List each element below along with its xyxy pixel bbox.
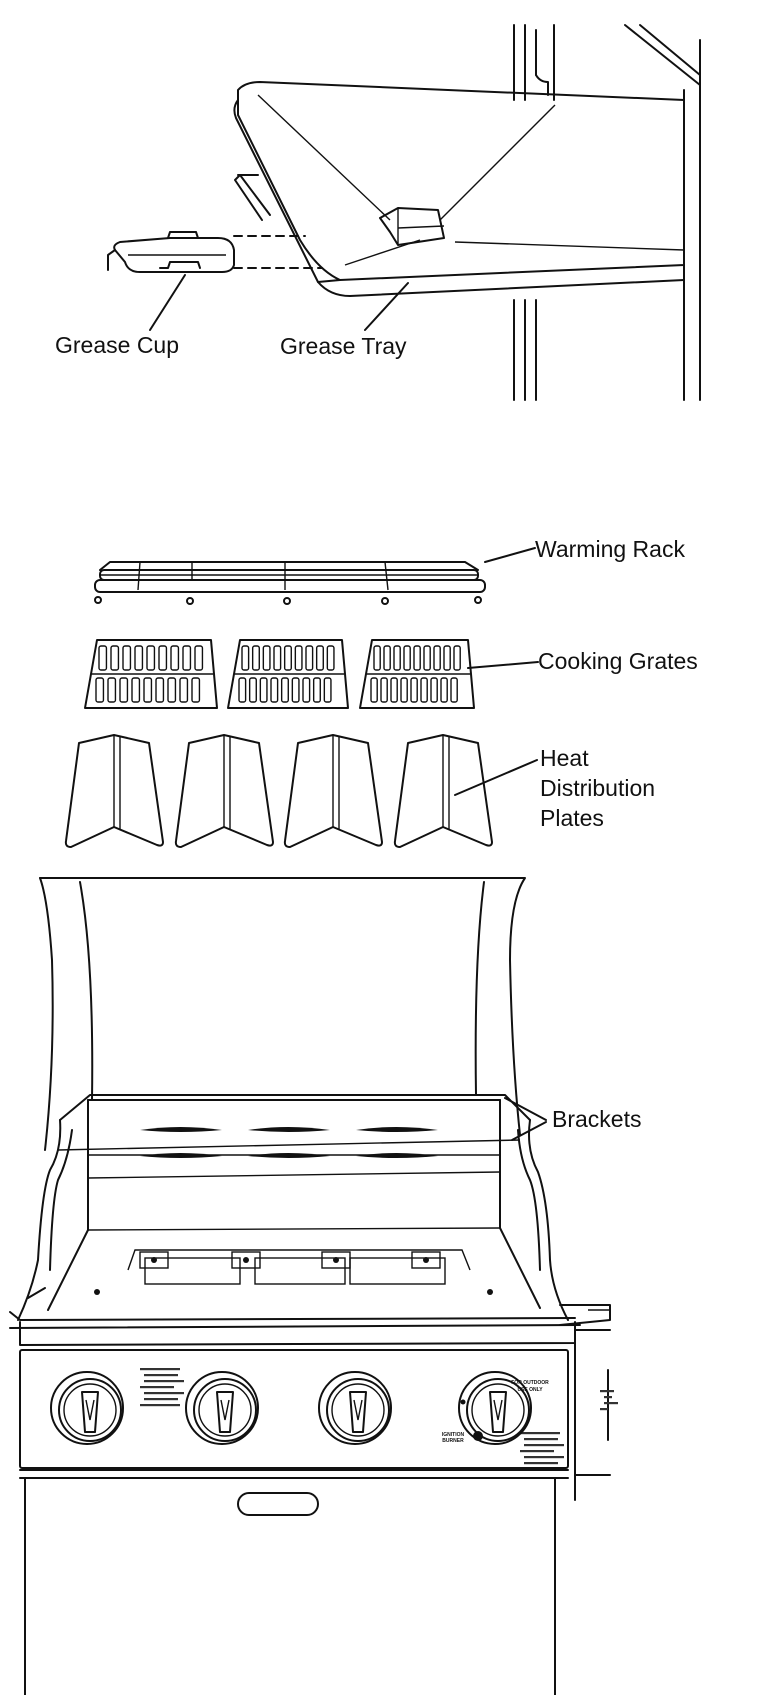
grease-cup: [107, 231, 323, 331]
label-brackets: Brackets: [552, 1106, 642, 1132]
heat-plate-2: [174, 734, 274, 848]
warming-rack: [94, 547, 536, 605]
heat-plate-4: [393, 734, 493, 848]
grill-cabinet: [24, 1477, 556, 1695]
control-knob-3[interactable]: [318, 1371, 392, 1445]
heat-distribution-plates: [64, 734, 493, 848]
panel-fine-print-2: [520, 1432, 564, 1465]
panel-fine-print-1: [140, 1368, 184, 1407]
control-knobs: [50, 1371, 532, 1445]
grill-firebox: [9, 1094, 581, 1346]
control-panel: [19, 1349, 618, 1479]
cooking-grates-callout: [467, 661, 539, 669]
cooking-grate-2: [227, 639, 349, 709]
heat-plate-3: [283, 734, 383, 848]
ignition-indicator-icon: [460, 1399, 466, 1405]
panel-fine-print-3: [600, 1390, 618, 1411]
grease-tray: [233, 81, 685, 331]
panel-outdoor-line-1: FOR OUTDOOR: [511, 1380, 549, 1386]
panel-ignition-text: IGNITION BURNER: [441, 1432, 465, 1444]
cooking-grates: [84, 639, 475, 709]
cooking-grate-3: [359, 639, 475, 709]
panel-outdoor-line-2: USE ONLY: [517, 1387, 543, 1393]
grill-lid: [39, 877, 526, 1151]
control-knob-4[interactable]: [458, 1371, 532, 1445]
label-grease-cup: Grease Cup: [55, 332, 180, 358]
control-knob-1[interactable]: [50, 1371, 124, 1445]
label-grease-tray: Grease Tray: [280, 333, 407, 359]
side-shelf: [559, 1304, 611, 1501]
cooking-grate-1: [84, 639, 218, 709]
heat-plate-1: [64, 734, 164, 848]
label-heat-line-1: Heat: [540, 745, 589, 771]
label-warming-rack: Warming Rack: [535, 536, 685, 562]
heat-plates-callout: [454, 759, 538, 796]
label-cooking-grates: Cooking Grates: [538, 648, 698, 674]
label-heat-line-2: Distribution: [540, 775, 656, 801]
label-heat-line-3: Plates: [540, 805, 604, 831]
control-knob-2[interactable]: [185, 1371, 259, 1445]
grill-cart-side-frame: [513, 24, 701, 401]
